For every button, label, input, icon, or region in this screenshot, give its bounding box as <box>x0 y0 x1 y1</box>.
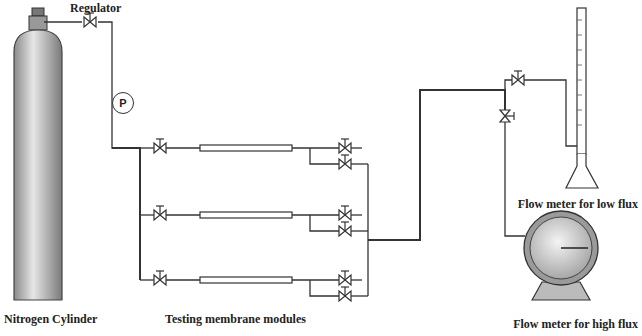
gauge-letter: P <box>119 98 126 109</box>
feed-pipe <box>44 22 140 148</box>
pressure-gauge: P <box>112 92 134 114</box>
regulator-valve <box>84 13 96 27</box>
selector-valve <box>500 110 514 122</box>
wet-gas-meter <box>524 211 598 300</box>
low-flux-valve <box>512 71 524 85</box>
annotation-label: Testing membrane modules <box>165 313 306 326</box>
bubble-flow-meter <box>566 8 598 188</box>
annotation-label: Flow meter for high flux <box>513 318 638 331</box>
nitrogen-cylinder <box>14 8 62 300</box>
annotation-label: Regulator <box>70 2 121 15</box>
annotation-label: Nitrogen Cylinder <box>4 313 97 326</box>
membrane-module-rows <box>140 139 368 301</box>
annotation-label: Flow meter for low flux <box>518 198 638 211</box>
feed-manifold <box>112 148 140 280</box>
